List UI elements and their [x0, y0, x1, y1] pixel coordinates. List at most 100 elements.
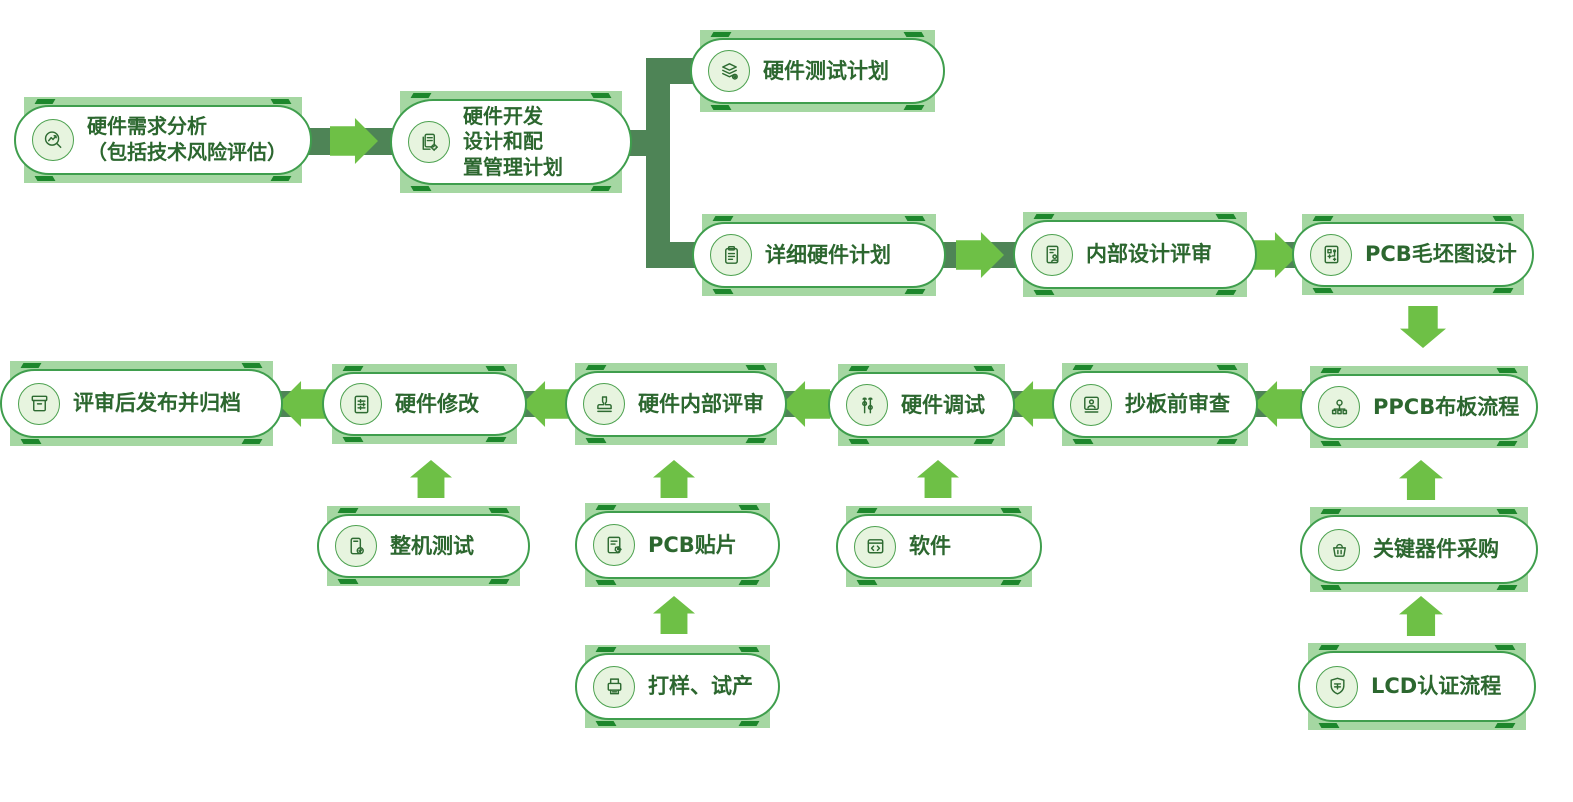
node-pcb-smt[interactable]: PCB贴片: [575, 503, 780, 587]
corner-tick: [856, 508, 878, 513]
corner-tick: [485, 437, 507, 442]
flow-arrow-left-icon: [522, 381, 570, 427]
corner-tick: [1492, 288, 1514, 293]
shield-cert-icon: [1316, 665, 1358, 708]
flow-arrow-down-icon: [1400, 306, 1446, 348]
node-hw-test-plan[interactable]: 硬件测试计划: [690, 30, 945, 112]
pcb-file-icon: [1310, 233, 1352, 276]
node-lcd-certification-flow[interactable]: LCD认证流程: [1298, 643, 1536, 730]
node-hw-req-analysis[interactable]: 硬件需求分析 （包括技术风险评估）: [14, 97, 312, 183]
corner-tick: [904, 289, 926, 294]
corner-tick: [1320, 368, 1342, 373]
corner-tick: [1312, 216, 1334, 221]
corner-tick: [1496, 509, 1518, 514]
corner-tick: [595, 721, 617, 726]
document-settings-icon: [340, 383, 382, 425]
corner-tick: [585, 365, 607, 370]
node-hw-modification[interactable]: 硬件修改: [322, 364, 527, 444]
corner-tick: [270, 176, 292, 181]
flow-arrow-right-icon: [956, 232, 1004, 278]
corner-tick: [738, 647, 760, 652]
corner-tick: [34, 176, 56, 181]
corner-tick: [903, 105, 925, 110]
device-check-icon: [335, 525, 377, 567]
node-label: 软件: [909, 534, 951, 559]
corner-tick: [710, 32, 732, 37]
layers-icon: [708, 50, 750, 92]
corner-tick: [337, 508, 359, 513]
flow-arrow-left-icon: [278, 381, 326, 427]
corner-tick: [1320, 441, 1342, 446]
corner-tick: [1215, 214, 1237, 219]
corner-tick: [1492, 216, 1514, 221]
corner-tick: [342, 366, 364, 371]
corner-tick: [856, 580, 878, 585]
corner-tick: [712, 216, 734, 221]
node-sample-trial-production[interactable]: 打样、试产: [575, 645, 780, 728]
node-internal-design-review[interactable]: 内部设计评审: [1013, 212, 1257, 297]
flow-arrow-up-icon: [410, 460, 452, 498]
node-pill: 硬件开发 设计和配 置管理计划: [390, 99, 632, 185]
node-pcb-draft-design[interactable]: PCB毛坯图设计: [1292, 214, 1534, 295]
node-pill: 关键器件采购: [1300, 515, 1538, 584]
node-hw-debugging[interactable]: 硬件调试: [828, 364, 1015, 446]
node-ppcb-layout-flow[interactable]: PPCB布板流程: [1300, 366, 1538, 448]
corner-tick: [1072, 365, 1094, 370]
node-hw-internal-review[interactable]: 硬件内部评审: [565, 363, 787, 445]
corner-tick: [342, 437, 364, 442]
corner-tick: [1072, 439, 1094, 444]
node-pill: 详细硬件计划: [692, 222, 946, 288]
corner-tick: [1318, 723, 1340, 728]
node-label: 硬件开发 设计和配 置管理计划: [463, 103, 563, 179]
corner-tick: [590, 186, 612, 191]
corner-tick: [337, 579, 359, 584]
corner-tick: [34, 99, 56, 104]
node-key-component-purchase[interactable]: 关键器件采购: [1300, 507, 1538, 592]
node-detailed-hw-plan[interactable]: 详细硬件计划: [692, 214, 946, 296]
flow-arrow-up-icon: [653, 460, 695, 498]
node-pill: 软件: [836, 514, 1042, 579]
corner-tick: [595, 580, 617, 585]
node-label: 硬件修改: [395, 391, 479, 416]
node-pre-copy-review[interactable]: 抄板前审查: [1052, 363, 1258, 446]
node-label: PPCB布板流程: [1373, 394, 1520, 419]
node-label: LCD认证流程: [1371, 674, 1502, 699]
corner-tick: [745, 365, 767, 370]
node-software[interactable]: 软件: [836, 506, 1042, 587]
flow-arrow-up-icon: [1399, 596, 1443, 636]
node-pill: 硬件需求分析 （包括技术风险评估）: [14, 105, 312, 175]
flow-arrow-up-icon: [653, 596, 695, 634]
node-pill: 评审后发布并归档: [0, 369, 283, 438]
connector-bar: [646, 58, 670, 268]
corner-tick: [20, 439, 42, 444]
corner-tick: [1320, 585, 1342, 590]
corner-tick: [241, 439, 263, 444]
node-release-archive[interactable]: 评审后发布并归档: [0, 361, 283, 446]
corner-tick: [1318, 645, 1340, 650]
node-pill: 抄板前审查: [1052, 371, 1258, 438]
corner-tick: [1312, 288, 1334, 293]
node-hw-dev-plan[interactable]: 硬件开发 设计和配 置管理计划: [390, 91, 632, 193]
node-whole-machine-test[interactable]: 整机测试: [317, 506, 530, 586]
node-label: 关键器件采购: [1373, 537, 1499, 562]
corner-tick: [595, 647, 617, 652]
corner-tick: [973, 366, 995, 371]
flow-arrow-up-icon: [917, 460, 959, 498]
corner-tick: [1496, 585, 1518, 590]
corner-tick: [1496, 441, 1518, 446]
corner-tick: [1496, 368, 1518, 373]
node-label: 打样、试产: [648, 674, 753, 699]
corner-tick: [1320, 509, 1342, 514]
corner-tick: [712, 289, 734, 294]
node-pill: LCD认证流程: [1298, 651, 1536, 722]
flow-arrow-left-icon: [1010, 381, 1058, 427]
document-gear-icon: [408, 121, 450, 163]
corner-tick: [410, 186, 432, 191]
corner-tick: [738, 580, 760, 585]
corner-tick: [1494, 723, 1516, 728]
node-pill: 整机测试: [317, 514, 530, 578]
node-pill: PCB毛坯图设计: [1292, 222, 1534, 287]
corner-tick: [973, 439, 995, 444]
code-window-icon: [854, 525, 896, 568]
